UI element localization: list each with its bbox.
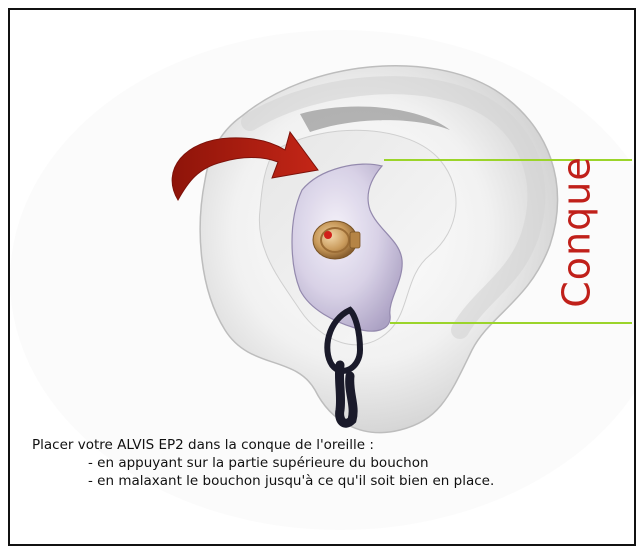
conque-label: Conque [522, 112, 632, 352]
instruction-step-1: - en appuyant sur la partie supérieure d… [32, 454, 628, 472]
instruction-step-2: - en malaxant le bouchon jusqu'à ce qu'i… [32, 472, 628, 490]
figure-frame: Conque Placer votre ALVIS EP2 dans la co… [8, 8, 636, 546]
conque-label-text: Conque [555, 156, 599, 307]
instructions: Placer votre ALVIS EP2 dans la conque de… [32, 436, 628, 490]
instructions-heading: Placer votre ALVIS EP2 dans la conque de… [32, 436, 628, 454]
